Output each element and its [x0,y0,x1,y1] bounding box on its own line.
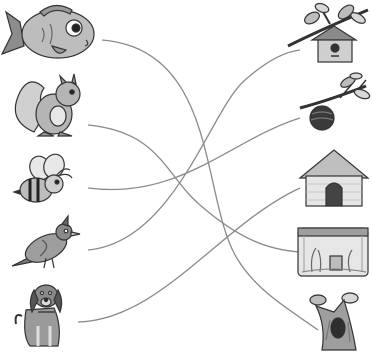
doghouse-roof [300,150,368,178]
connection-lines [78,40,318,330]
dog-picture [16,285,62,346]
fish-picture [2,5,94,58]
aquarium-picture [298,228,368,276]
leaf [303,10,322,27]
line-fish-to-tree-hollow [102,40,318,330]
dog-tail [16,315,22,324]
dog-body [25,308,60,346]
line-bee-to-beehive [88,118,300,190]
line-bird-to-birdhouse [88,50,300,250]
line-squirrel-to-aquarium [88,125,300,252]
bee-picture [14,151,72,202]
leaf [310,295,326,305]
bee-head [45,175,63,193]
tree-hollow-opening [331,318,345,338]
tree-hollow-picture [310,293,358,350]
squirrel-picture [15,74,80,136]
birdhouse-hole [331,44,339,52]
bird-picture [12,216,80,268]
aquarium-lid [298,228,368,236]
squirrel-head [56,82,80,106]
bird-beak [71,232,80,236]
bird-crest [62,216,68,226]
aquarium-castle [330,256,342,270]
fish-tail [2,12,24,54]
beehive-picture [300,73,371,130]
doghouse-picture [300,150,368,206]
birdhouse-in-tree-picture [288,2,368,62]
doghouse-door [326,183,342,206]
line-dog-to-doghouse [78,188,300,322]
